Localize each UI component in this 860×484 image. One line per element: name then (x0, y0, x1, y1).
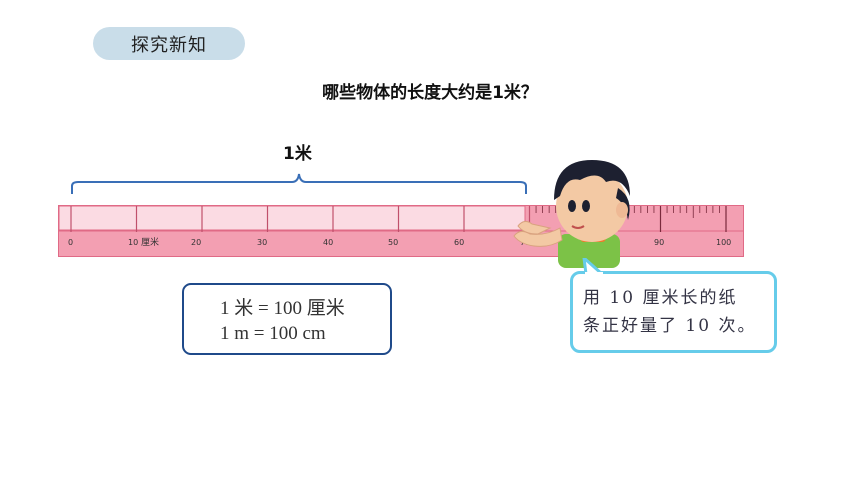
ruler-tick-label: 10 (128, 238, 138, 247)
speech-bubble: 用 10 厘米长的纸 条正好量了 10 次。 (570, 271, 777, 353)
one-meter-brace (71, 173, 527, 194)
ruler-tick-label: 0 (68, 238, 73, 247)
question-title: 哪些物体的长度大约是1米？ (322, 83, 538, 103)
ruler-tick-label: 40 (323, 238, 333, 247)
ruler-scale: 0 10 厘米 20 30 40 50 60 70 80 90 100 (58, 205, 744, 248)
conversion-chinese: 1 米 = 100 厘米 (220, 298, 345, 319)
speech-line-2: 条正好量了 10 次。 (583, 316, 757, 336)
section-tag: 探究新知 (93, 27, 245, 60)
speech-line-1: 用 10 厘米长的纸 (583, 288, 738, 308)
conversion-box: 1 米 = 100 厘米 1 m = 100 cm (182, 283, 392, 355)
ruler-tick-label: 50 (388, 238, 398, 247)
boy-illustration (513, 160, 630, 268)
conversion-symbols: 1 m = 100 cm (220, 323, 326, 344)
speech-bubble-tail (582, 258, 603, 276)
ruler-tick-label: 90 (654, 238, 664, 247)
ruler-unit-label: 厘米 (141, 236, 159, 248)
ruler-tick-label: 100 (716, 238, 731, 247)
ruler-tick-label: 60 (454, 238, 464, 247)
meter-label: 1米 (283, 144, 312, 164)
ruler-tick-label: 20 (191, 238, 201, 247)
ruler-tick-label: 30 (257, 238, 267, 247)
